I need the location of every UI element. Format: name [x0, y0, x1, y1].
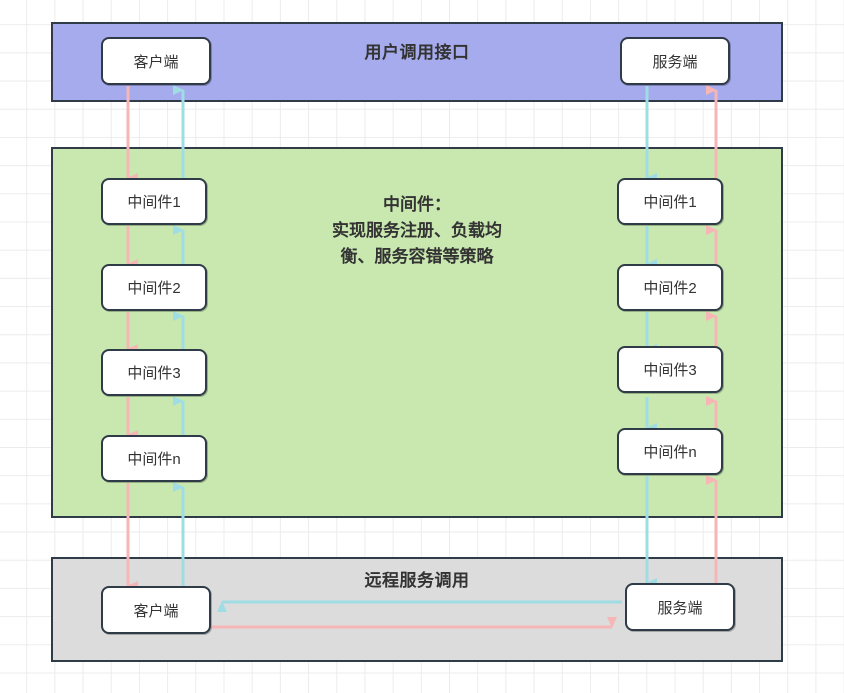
node-user-client[interactable]: 客户端 [101, 37, 211, 85]
node-remote-server[interactable]: 服务端 [625, 583, 735, 631]
node-user-server[interactable]: 服务端 [620, 37, 730, 85]
middleware-note-line-1: 中间件： [383, 195, 451, 214]
node-mw-left-3[interactable]: 中间件3 [101, 349, 207, 396]
middleware-note-line-2: 实现服务注册、负载均 [332, 221, 502, 240]
middleware-note: 中间件： 实现服务注册、负载均 衡、服务容错等策略 [282, 192, 552, 270]
node-mw-right-2[interactable]: 中间件2 [617, 264, 723, 311]
band-title-remote-service-call: 远程服务调用 [364, 571, 470, 590]
node-remote-client[interactable]: 客户端 [101, 586, 211, 634]
node-mw-left-n[interactable]: 中间件n [101, 435, 207, 482]
node-mw-right-1[interactable]: 中间件1 [617, 178, 723, 225]
node-mw-left-2[interactable]: 中间件2 [101, 264, 207, 311]
band-title-user-invocation: 用户调用接口 [364, 43, 470, 62]
node-mw-right-3[interactable]: 中间件3 [617, 346, 723, 393]
node-mw-right-n[interactable]: 中间件n [617, 428, 723, 475]
node-mw-left-1[interactable]: 中间件1 [101, 178, 207, 225]
middleware-note-line-3: 衡、服务容错等策略 [340, 247, 494, 266]
